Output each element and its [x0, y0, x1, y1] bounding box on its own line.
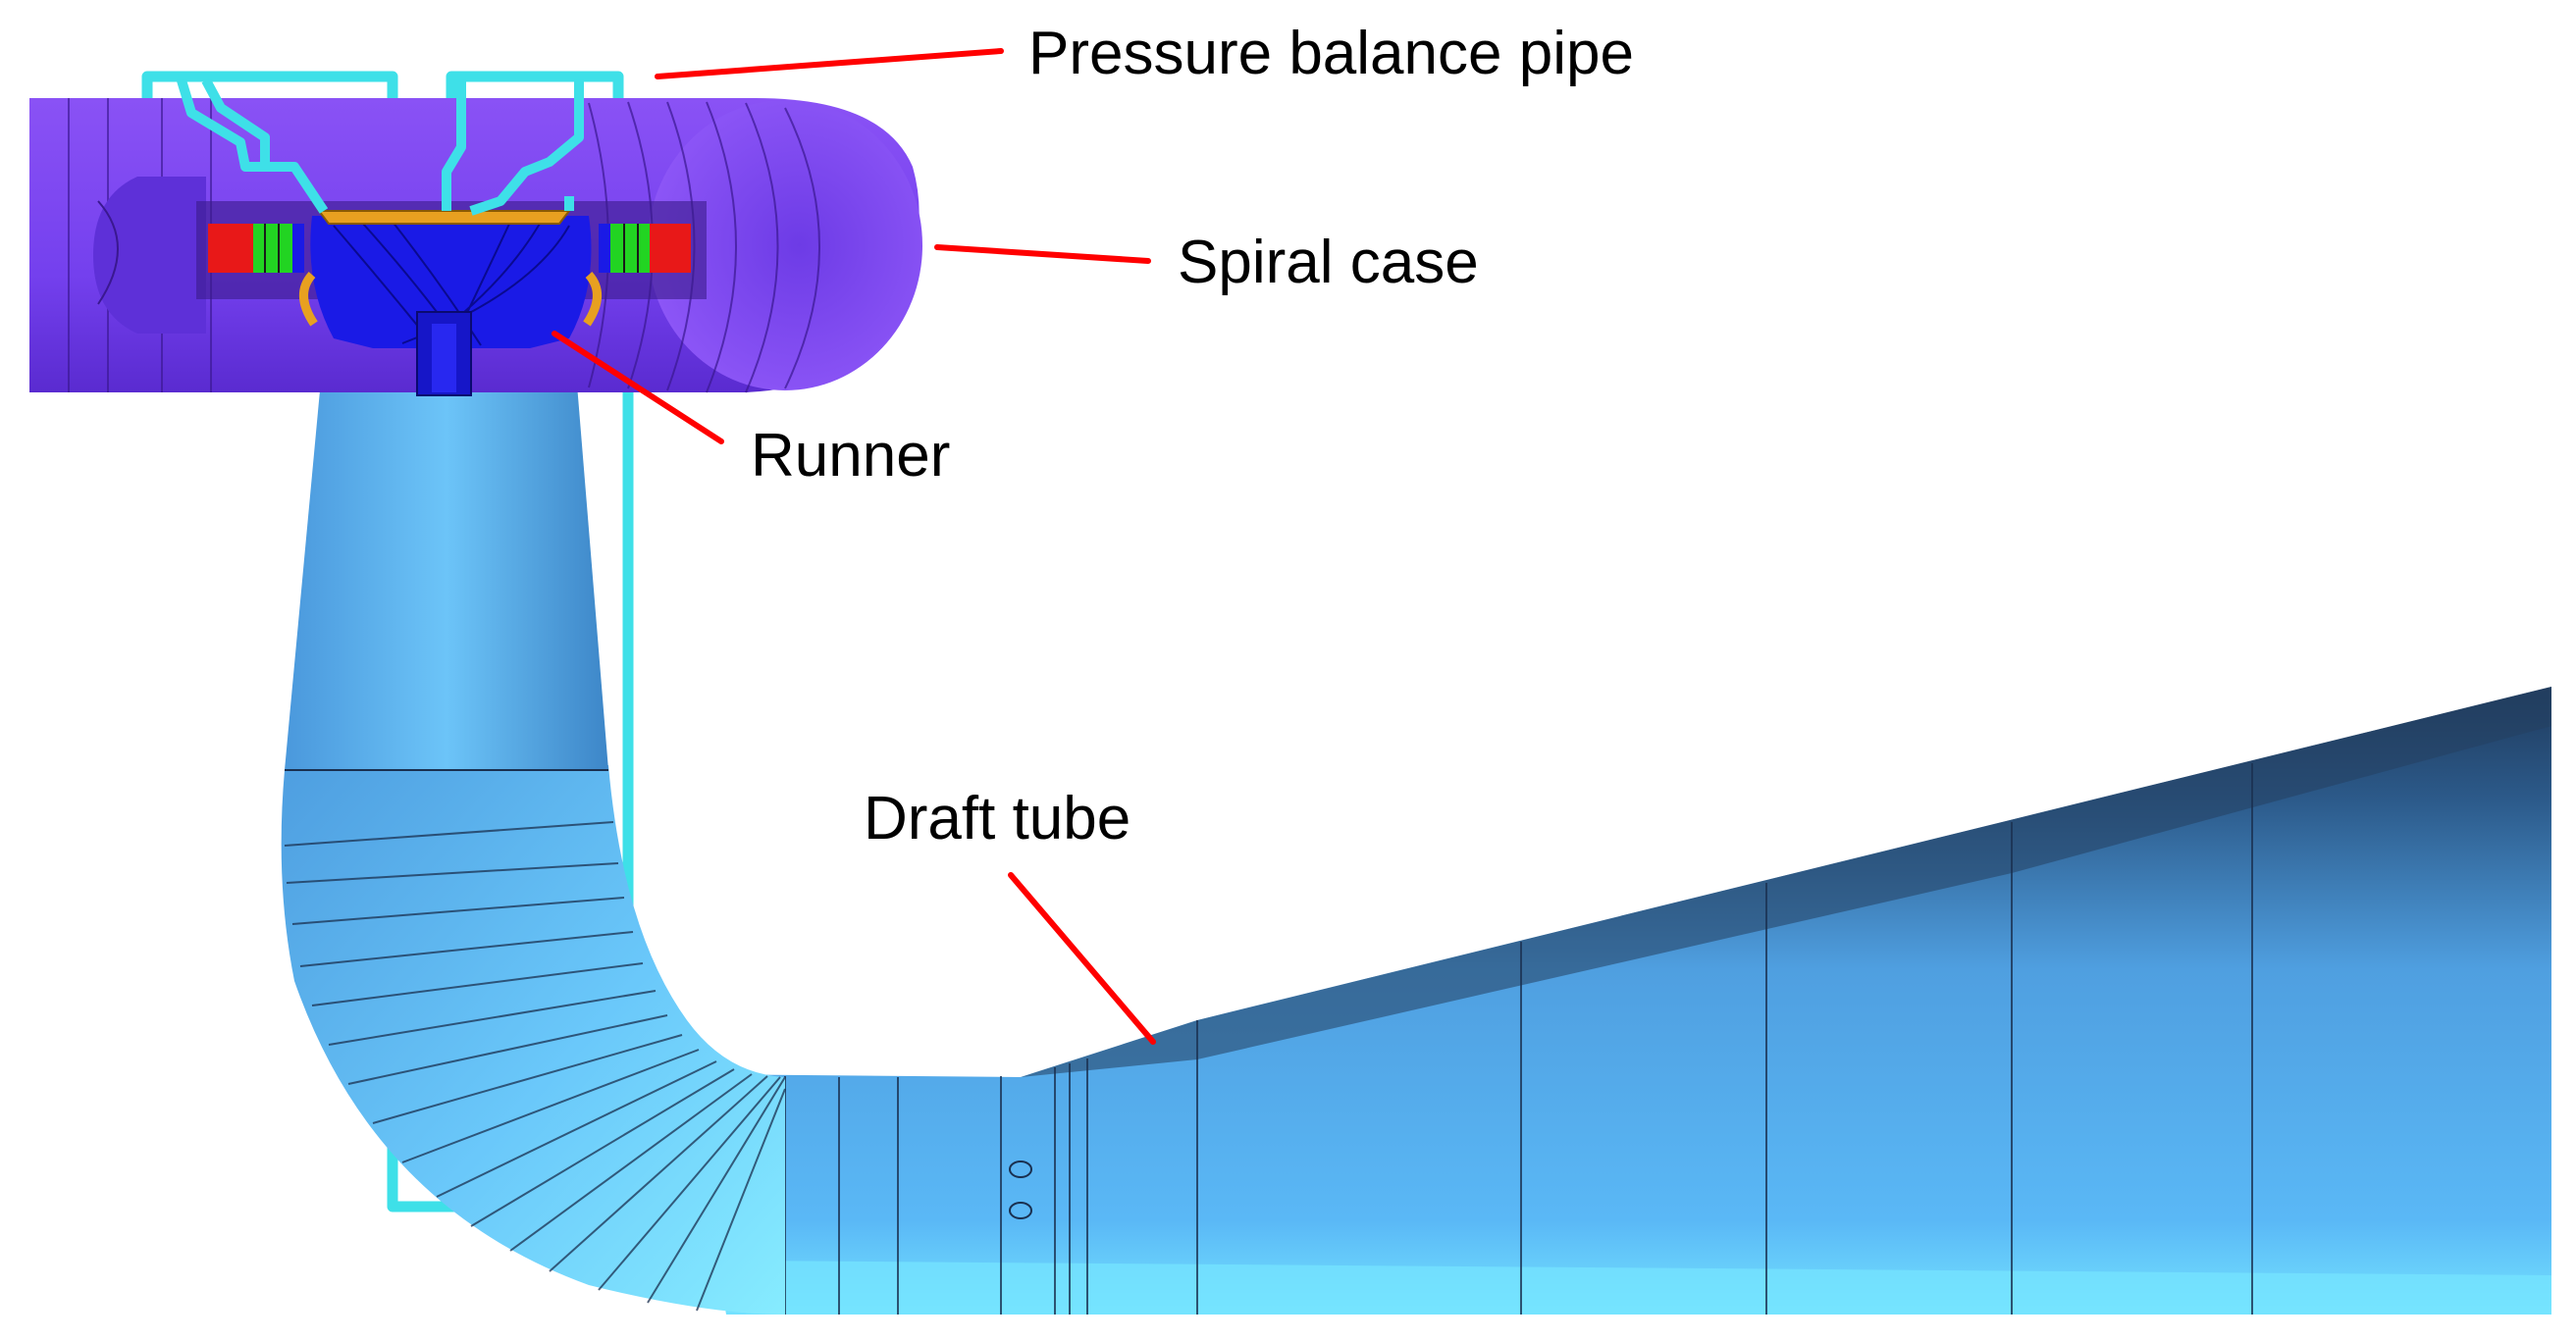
label-runner: Runner	[751, 422, 950, 490]
runner	[299, 210, 602, 396]
draft-tube-cone	[285, 348, 608, 771]
leader-pressure-balance-pipe	[655, 48, 1004, 79]
label-spiral-case: Spiral case	[1178, 229, 1479, 296]
leader-draft-tube	[1008, 872, 1156, 1045]
draft-tube	[687, 687, 2551, 1315]
guide-vanes	[208, 224, 691, 273]
label-draft-tube: Draft tube	[864, 785, 1130, 852]
leader-lines	[552, 48, 1156, 1045]
pressure-balance-pipe-front	[177, 77, 584, 216]
leader-spiral-case	[934, 244, 1151, 264]
label-pressure-balance-pipe: Pressure balance pipe	[1028, 20, 1634, 87]
draft-tube-elbow	[281, 765, 786, 1315]
leader-runner	[552, 331, 724, 444]
